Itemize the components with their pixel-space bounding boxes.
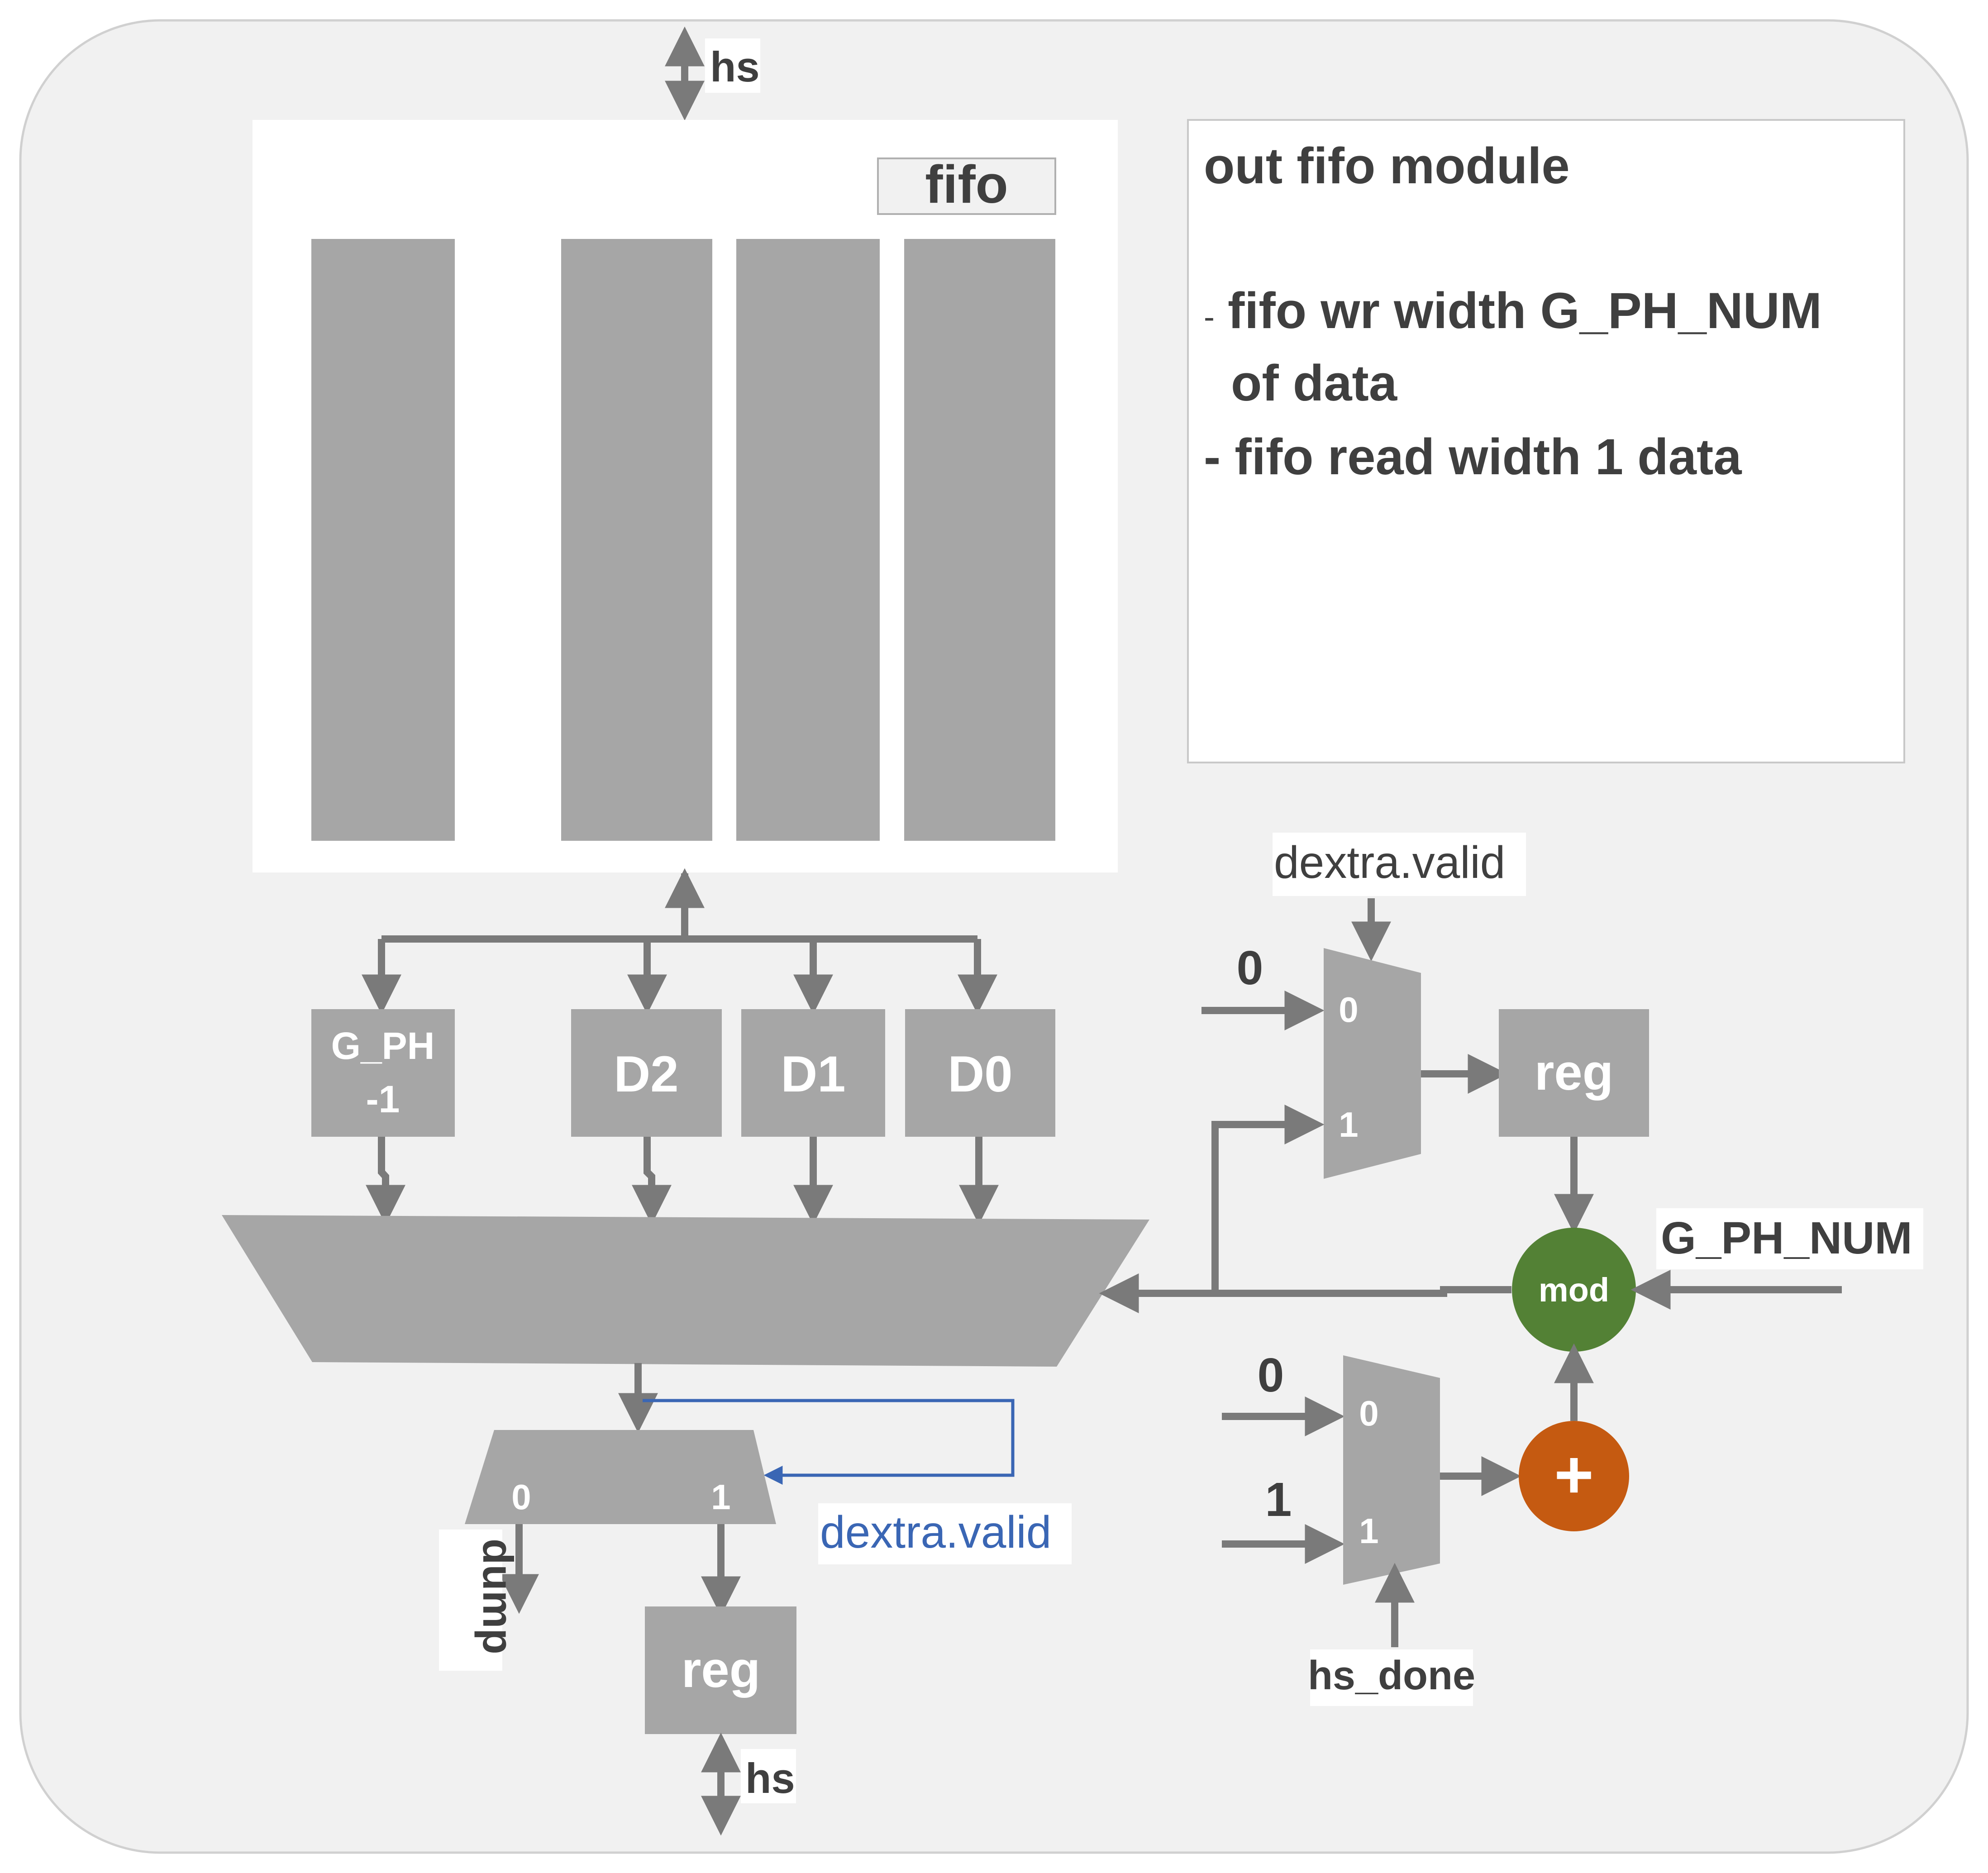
hs-done-label: hs_done (1308, 1653, 1475, 1698)
top-mux-select-label-bg (1273, 833, 1526, 896)
module-note-line1: fifo wr width G_PH_NUM (1228, 282, 1822, 339)
output-reg-label: reg (682, 1641, 760, 1698)
top-mux-const-0: 0 (1237, 941, 1263, 995)
fifo-column-d1 (736, 239, 880, 841)
top-mux-select-label: dextra.valid (1274, 837, 1505, 888)
module-note-box (1187, 119, 1905, 763)
reg-gph-label-1: G_PH (331, 1025, 435, 1067)
hs-bottom-label-bg (741, 1749, 796, 1803)
module-note-line3: - fifo read width 1 data (1204, 429, 1742, 485)
mod-label: mod (1539, 1271, 1609, 1309)
reg-d0-label: D0 (948, 1046, 1012, 1102)
fifo-column-d0 (904, 239, 1055, 841)
gph-to-mux-wire (366, 1137, 405, 1225)
reg-d0 (905, 1009, 1055, 1137)
gph-num-label: G_PH_NUM (1661, 1213, 1912, 1263)
module-note-title: out fifo module (1204, 138, 1570, 194)
reg-gph-label-2: -1 (366, 1078, 400, 1120)
mod-feedback-wire (1211, 1105, 1325, 1290)
d2-to-mux-wire (632, 1137, 672, 1225)
gph-num-label-bg (1656, 1208, 1923, 1269)
top-mux-in0: 0 (1339, 990, 1358, 1029)
output-mux (465, 1430, 776, 1524)
bottom-mux-const-1: 1 (1265, 1473, 1292, 1526)
adder-label: + (1554, 1436, 1594, 1512)
top-mux (1324, 948, 1421, 1179)
dextra-valid-label-bg (818, 1503, 1072, 1564)
dextra-valid-select-wire (643, 1399, 1015, 1485)
bottom-mux (1343, 1355, 1440, 1585)
module-note-line2: of data (1231, 355, 1397, 411)
output-mux-in0: 0 (511, 1477, 531, 1517)
hs-done-label-bg (1310, 1649, 1473, 1706)
top-reg (1499, 1009, 1649, 1137)
hs-top-label-bg (705, 38, 760, 93)
hs-top-label: hs (710, 43, 760, 91)
mod-operator (1512, 1228, 1636, 1352)
bottom-mux-const-0: 0 (1258, 1349, 1284, 1402)
adder-operator (1519, 1421, 1629, 1531)
hs-bottom-label: hs (745, 1754, 795, 1802)
dextra-valid-label-blue: dextra.valid (820, 1507, 1051, 1558)
fifo-column-d2 (561, 239, 712, 841)
fifo-label: fifo (925, 155, 1008, 214)
module-note-dash: - (1204, 299, 1215, 335)
bottom-mux-in1: 1 (1359, 1511, 1378, 1551)
top-reg-label: reg (1535, 1044, 1613, 1101)
fifo-column-gph (311, 239, 455, 841)
dump-label: dump (474, 1539, 522, 1654)
fifo-label-box (877, 157, 1056, 215)
data-select-mux (222, 1215, 1149, 1367)
bottom-mux-in0: 0 (1359, 1393, 1378, 1433)
reg-d2-label: D2 (614, 1046, 678, 1102)
output-mux-in1: 1 (711, 1477, 730, 1517)
reg-d2 (571, 1009, 722, 1137)
reg-d1-label: D1 (781, 1046, 845, 1102)
top-mux-in1: 1 (1339, 1105, 1358, 1144)
reg-gph-minus-1 (311, 1009, 455, 1137)
output-reg (645, 1606, 796, 1734)
dump-label-bg (439, 1530, 502, 1671)
reg-d1 (741, 1009, 885, 1137)
mod-to-mux-select-wire (1099, 1273, 1511, 1313)
